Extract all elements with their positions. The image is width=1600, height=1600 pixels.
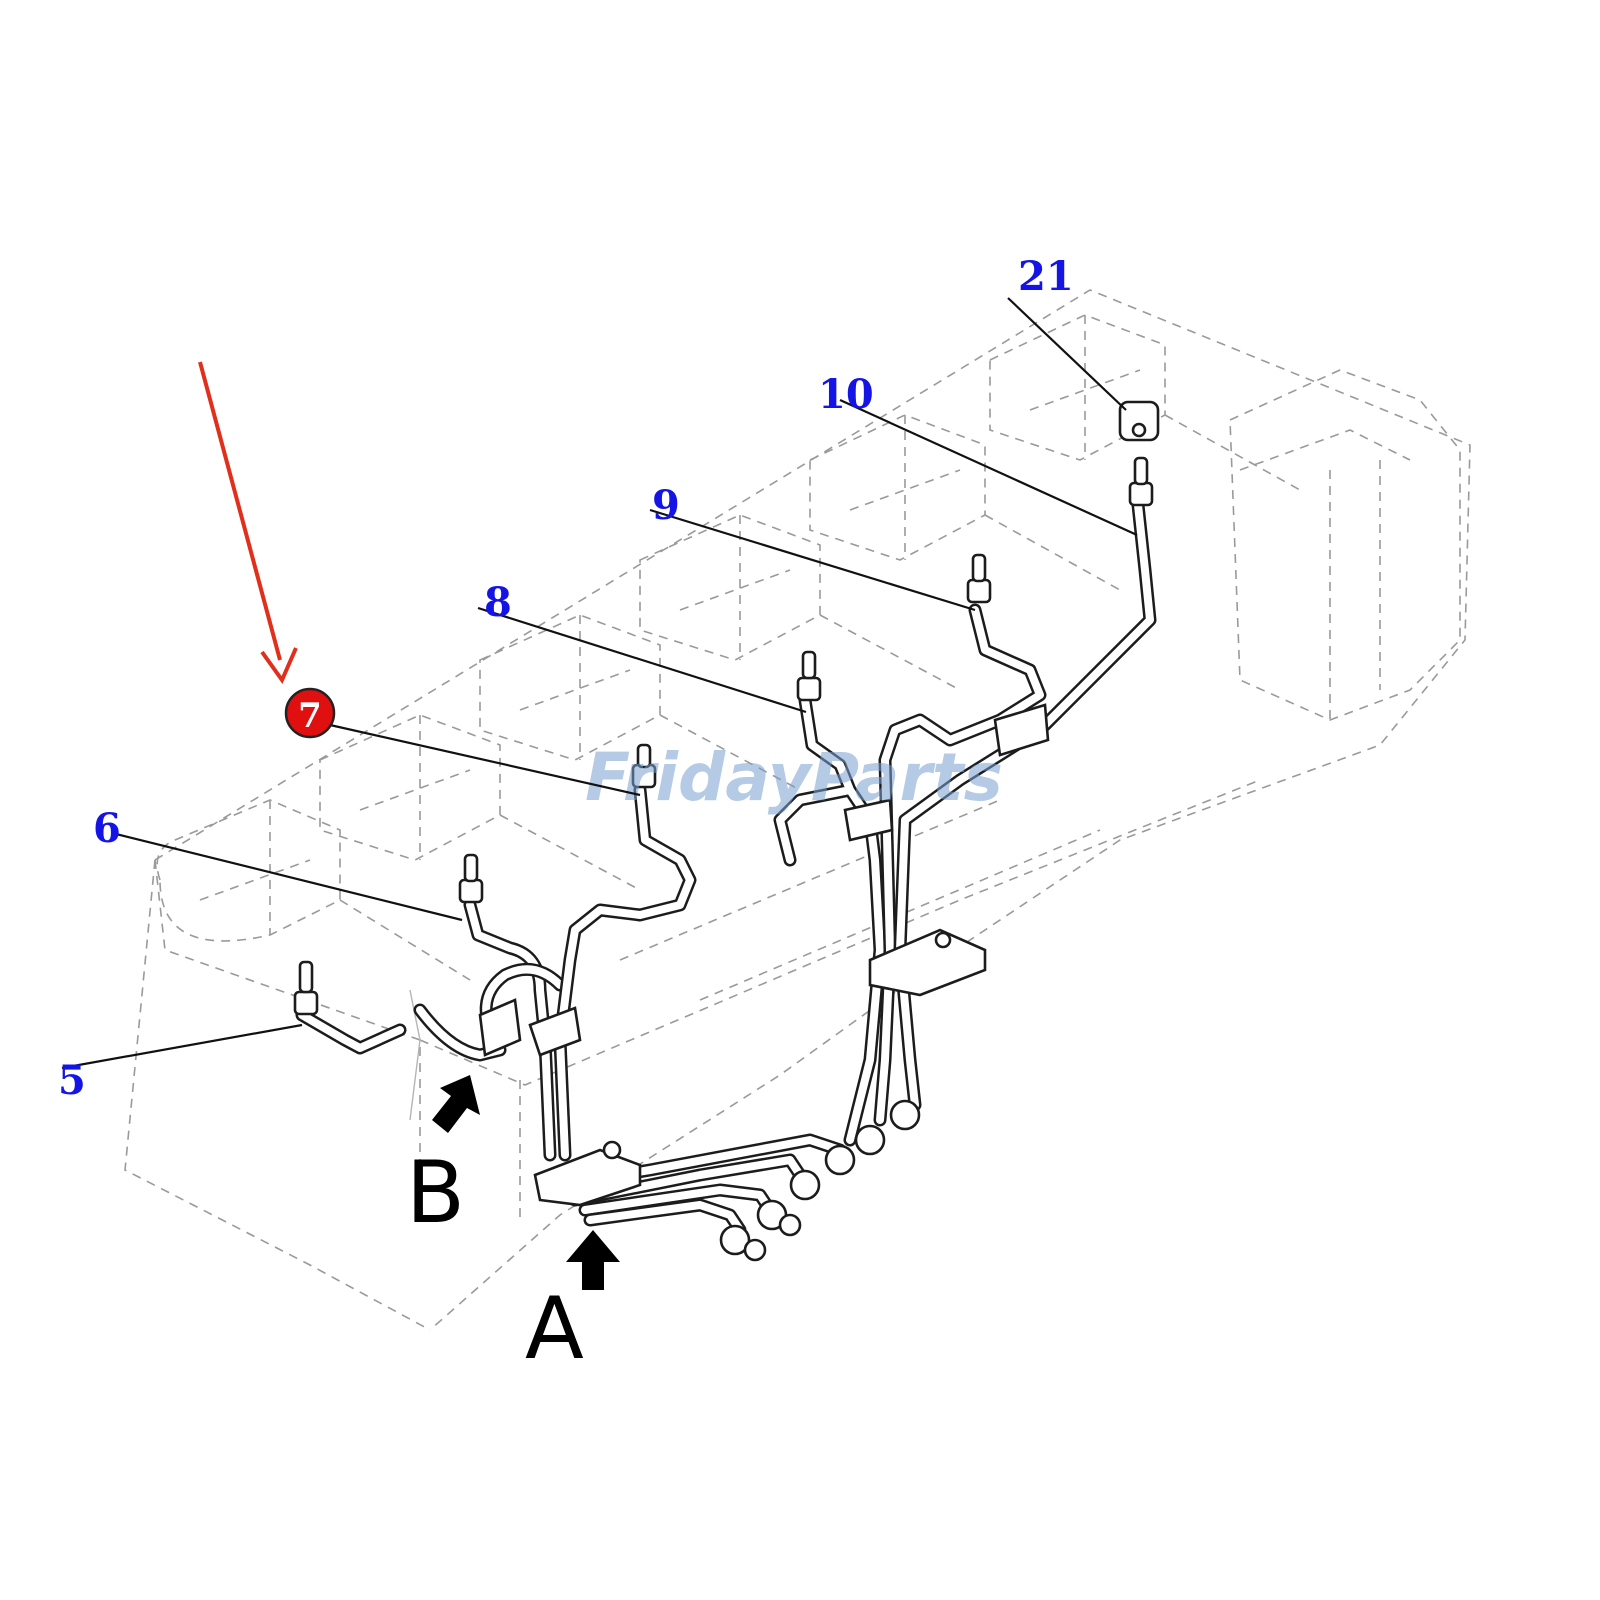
fittings — [293, 400, 1160, 1262]
view-label-b: B — [406, 1143, 465, 1243]
fuel-pipes — [295, 498, 1157, 1237]
callout-5[interactable]: 5 — [58, 1057, 86, 1104]
callout-21[interactable]: 21 — [1018, 253, 1074, 300]
view-label-a: A — [525, 1279, 584, 1379]
callout-6[interactable]: 6 — [93, 805, 121, 852]
callouts: 5 6 7 8 9 10 21 — [58, 253, 1074, 1104]
view-arrow-a — [566, 1230, 620, 1290]
pipe-nuts — [719, 1099, 921, 1262]
callout-7-highlighted[interactable]: 7 — [284, 687, 336, 739]
callout-8[interactable]: 8 — [484, 579, 512, 626]
callout-10[interactable]: 10 — [818, 371, 874, 418]
engine-outline — [124, 289, 1471, 1331]
callout-7[interactable]: 7 — [298, 696, 322, 736]
watermark: FridayParts — [585, 739, 1003, 816]
view-arrow-b — [432, 1075, 480, 1133]
leader-lines — [61, 297, 1138, 1070]
red-pointer-arrow-icon — [198, 361, 298, 685]
callout-9[interactable]: 9 — [652, 482, 680, 529]
